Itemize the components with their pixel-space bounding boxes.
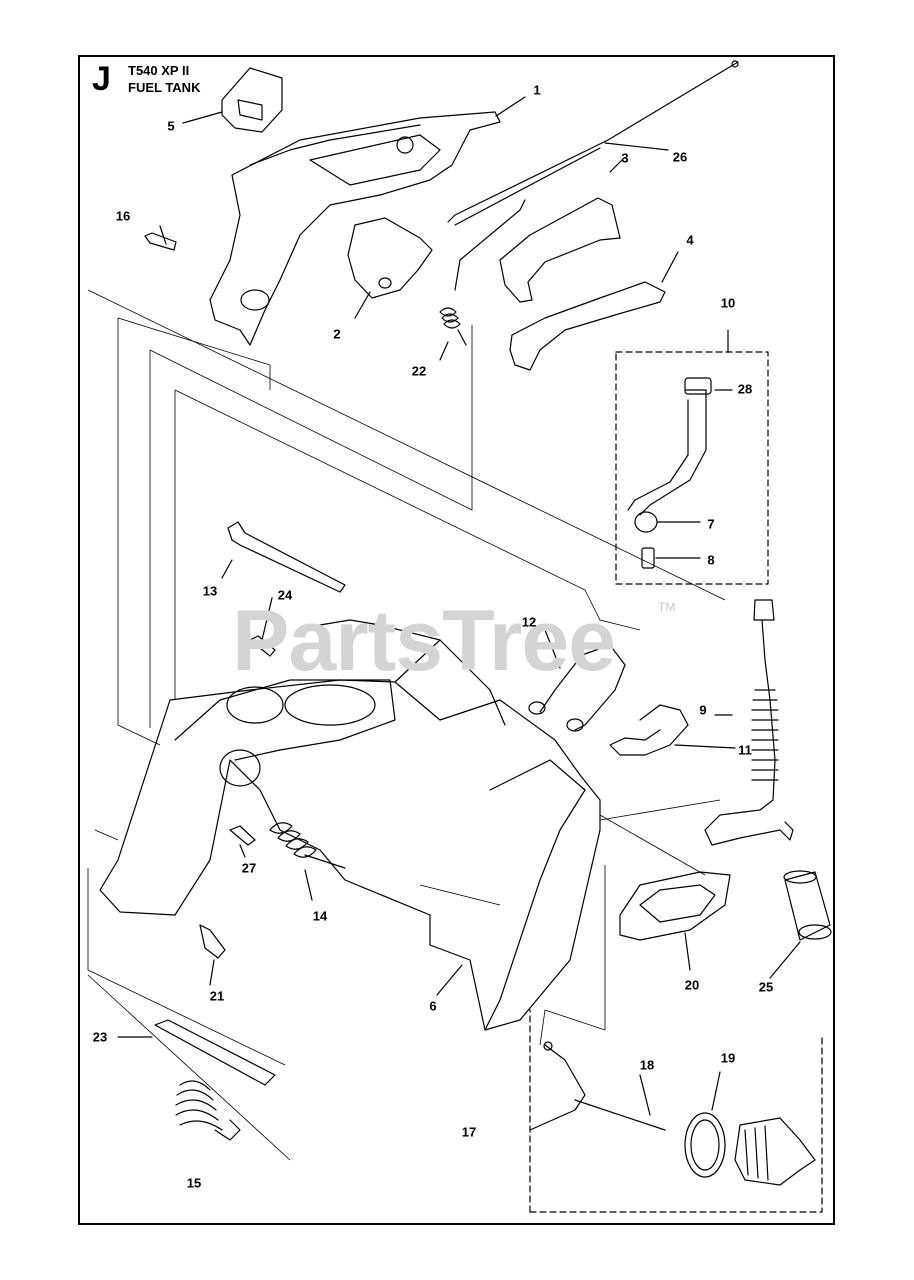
callout-12: 12 <box>521 614 537 630</box>
part-seal-19 <box>684 1112 726 1178</box>
callout-7: 7 <box>707 516 715 532</box>
part-spring-22 <box>439 307 467 346</box>
part-latch-4 <box>509 281 666 371</box>
part-bolt-13 <box>227 521 346 593</box>
callout-16: 16 <box>115 208 131 224</box>
part-fuel-tank <box>99 679 601 1031</box>
callout-23: 23 <box>92 1029 108 1045</box>
diagram-title: FUEL TANK <box>128 80 201 95</box>
callout-22: 22 <box>411 363 427 379</box>
callout-8: 8 <box>707 552 715 568</box>
model-name: T540 XP II <box>128 63 190 78</box>
part-pickup-18 <box>529 1044 586 1131</box>
callout-28: 28 <box>737 381 753 397</box>
part-handle <box>209 111 501 346</box>
part-screw-21 <box>199 924 226 959</box>
callout-24: 24 <box>277 587 293 603</box>
callout-26: 26 <box>672 149 688 165</box>
part-lever-3 <box>499 197 621 303</box>
callout-14: 14 <box>312 908 328 924</box>
callout-17: 17 <box>461 1124 477 1140</box>
part-rod-26 <box>447 61 739 223</box>
part-spring-15 <box>175 1080 241 1141</box>
callout-25: 25 <box>758 979 774 995</box>
callout-10: 10 <box>720 295 736 311</box>
callout-5: 5 <box>167 118 175 134</box>
diagram-frame <box>78 55 835 1225</box>
part-screw-16 <box>144 232 177 251</box>
part-screw-24 <box>249 635 276 657</box>
part-throttle-lockout <box>221 67 283 133</box>
watermark-trademark: TM <box>658 600 676 614</box>
callout-15: 15 <box>186 1175 202 1191</box>
callout-2: 2 <box>333 326 341 342</box>
callout-20: 20 <box>684 977 700 993</box>
callout-4: 4 <box>686 232 694 248</box>
part-trigger <box>347 217 433 299</box>
part-gasket-20 <box>619 871 731 941</box>
part-fuel-hose <box>627 389 707 516</box>
callout-9: 9 <box>699 702 707 718</box>
callout-21: 21 <box>209 988 225 1004</box>
callout-18: 18 <box>639 1057 655 1073</box>
callout-19: 19 <box>720 1050 736 1066</box>
part-fuel-hose-9 <box>753 599 775 621</box>
part-clamp-12 <box>539 644 626 731</box>
part-spring-14 <box>269 822 346 869</box>
callout-11: 11 <box>738 742 752 758</box>
part-plate-23 <box>154 1019 276 1086</box>
part-clamp-11 <box>609 704 689 756</box>
callout-6: 6 <box>429 998 437 1014</box>
part-fuel-cap <box>734 1117 816 1186</box>
watermark: PartsTree <box>232 593 616 689</box>
part-screw-27 <box>229 825 256 846</box>
callout-27: 27 <box>241 860 257 876</box>
callout-13: 13 <box>202 583 218 599</box>
callout-1: 1 <box>533 82 541 98</box>
part-fuel-filter <box>784 871 831 941</box>
callout-3: 3 <box>621 150 629 166</box>
section-letter: J <box>92 60 111 98</box>
